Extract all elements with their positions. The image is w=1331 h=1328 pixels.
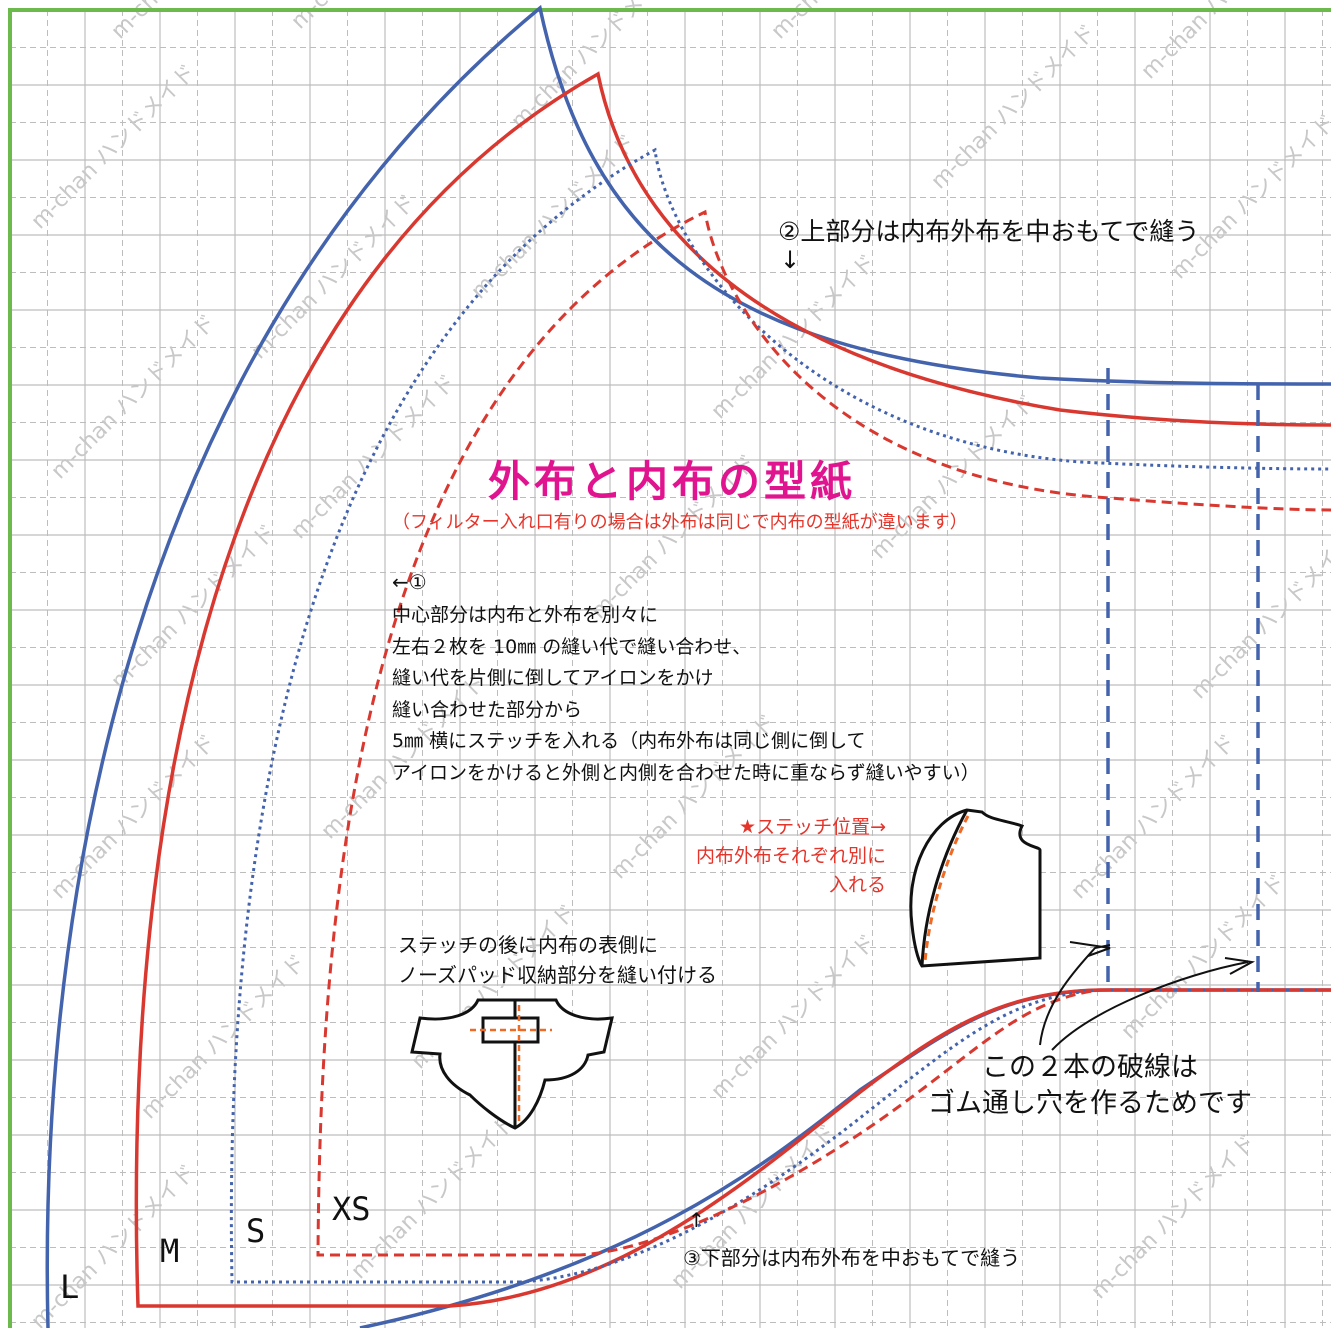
mask-illustration bbox=[909, 808, 1042, 968]
bottom-seam-note: ③下部分は内布外布を中おもてで縫う bbox=[683, 1246, 1021, 1270]
center-marker: ←① bbox=[392, 570, 427, 594]
elastic-note-line: ゴム通し穴を作るためです bbox=[928, 1088, 1252, 1119]
watermark-text: m-chan ハンドメイド bbox=[1117, 870, 1292, 1045]
center-note-line: アイロンをかけると外側と内側を合わせた時に重ならず縫いやすい） bbox=[392, 761, 980, 784]
page-title: 外布と内布の型紙 bbox=[488, 457, 857, 506]
watermark-text: m-chan ハンドメイド bbox=[1087, 1130, 1262, 1305]
top-seam-note: ②上部分は内布外布を中おもてで縫う bbox=[778, 217, 1200, 246]
elastic-channel-note: この２本の破線は ゴム通し穴を作るためです bbox=[880, 1050, 1300, 1122]
bottom-seam-arrow: ↑ bbox=[688, 1208, 705, 1232]
watermark-text: m-chan ハンドメイド bbox=[47, 730, 222, 905]
elastic-pointer-arrows bbox=[1039, 941, 1256, 1051]
size-label-S: S bbox=[246, 1212, 266, 1250]
stitch-note-line: ★ステッチ位置→ bbox=[739, 816, 886, 838]
size-label-M: M bbox=[160, 1232, 180, 1270]
nose-pad-note: ステッチの後に内布の表側に ノーズパッド収納部分を縫い付ける bbox=[398, 930, 717, 990]
elastic-note-line: この２本の破線は bbox=[982, 1052, 1198, 1083]
nose-note-line: ステッチの後に内布の表側に bbox=[398, 933, 658, 957]
watermark-text: m-chan ハンドメイド bbox=[467, 130, 642, 305]
watermark-text: m-chan ハンドメイド bbox=[107, 0, 282, 44]
watermark-text: m-chan ハンドメイド bbox=[767, 0, 942, 44]
center-note-line: 5㎜ 横にステッチを入れる（内布外布は同じ側に倒して bbox=[392, 730, 866, 752]
pattern-outline-M bbox=[134, 71, 1331, 1308]
watermark-text: m-chan ハンドメイド bbox=[137, 950, 312, 1125]
watermark-text: m-chan ハンドメイド bbox=[27, 60, 202, 235]
watermark-text: m-chan ハンドメイド bbox=[1067, 730, 1242, 905]
size-label-XS: XS bbox=[332, 1190, 371, 1228]
center-seam-notes: 中心部分は内布と外布を別々に 左右２枚を 10㎜ の縫い代で縫い合わせ、 縫い代… bbox=[392, 600, 980, 789]
pattern-outline-S bbox=[229, 147, 1331, 1284]
watermark-text: m-chan ハンドメイド bbox=[927, 20, 1102, 195]
nose-note-line: ノーズパッド収納部分を縫い付ける bbox=[398, 963, 717, 987]
grid bbox=[9, 9, 1331, 1328]
watermark-text: m-chan ハンドメイド bbox=[347, 1110, 522, 1285]
watermark-text: m-chan ハンドメイド bbox=[47, 310, 222, 485]
size-label-L: L bbox=[60, 1268, 80, 1306]
stitch-note-line: 内布外布それぞれ別に bbox=[695, 845, 886, 867]
center-note-line: 左右２枚を 10㎜ の縫い代で縫い合わせ、 bbox=[392, 635, 752, 658]
pattern-outline-XS bbox=[316, 209, 1331, 1257]
center-note-line: 縫い合わせた部分から bbox=[392, 698, 583, 721]
watermark-text: m-chan ハンドメイド bbox=[707, 930, 882, 1105]
watermark-text: m-chan ハンドメイド bbox=[1167, 110, 1331, 285]
page-subtitle: （フィルター入れ口有りの場合は外布は同じで内布の型紙が違います） bbox=[392, 512, 968, 533]
stitch-note-line: 入れる bbox=[828, 874, 886, 896]
page-border bbox=[8, 8, 1331, 1328]
watermark-text: m-chan ハンドメイド bbox=[287, 0, 462, 34]
stitch-position-note: ★ステッチ位置→ 内布外布それぞれ別に 入れる bbox=[600, 813, 886, 900]
center-note-line: 中心部分は内布と外布を別々に bbox=[392, 604, 659, 626]
center-note-line: 縫い代を片側に倒してアイロンをかけ bbox=[392, 667, 714, 689]
top-seam-arrow: ↓ bbox=[780, 246, 801, 274]
nose-pad-illustration bbox=[410, 998, 614, 1130]
